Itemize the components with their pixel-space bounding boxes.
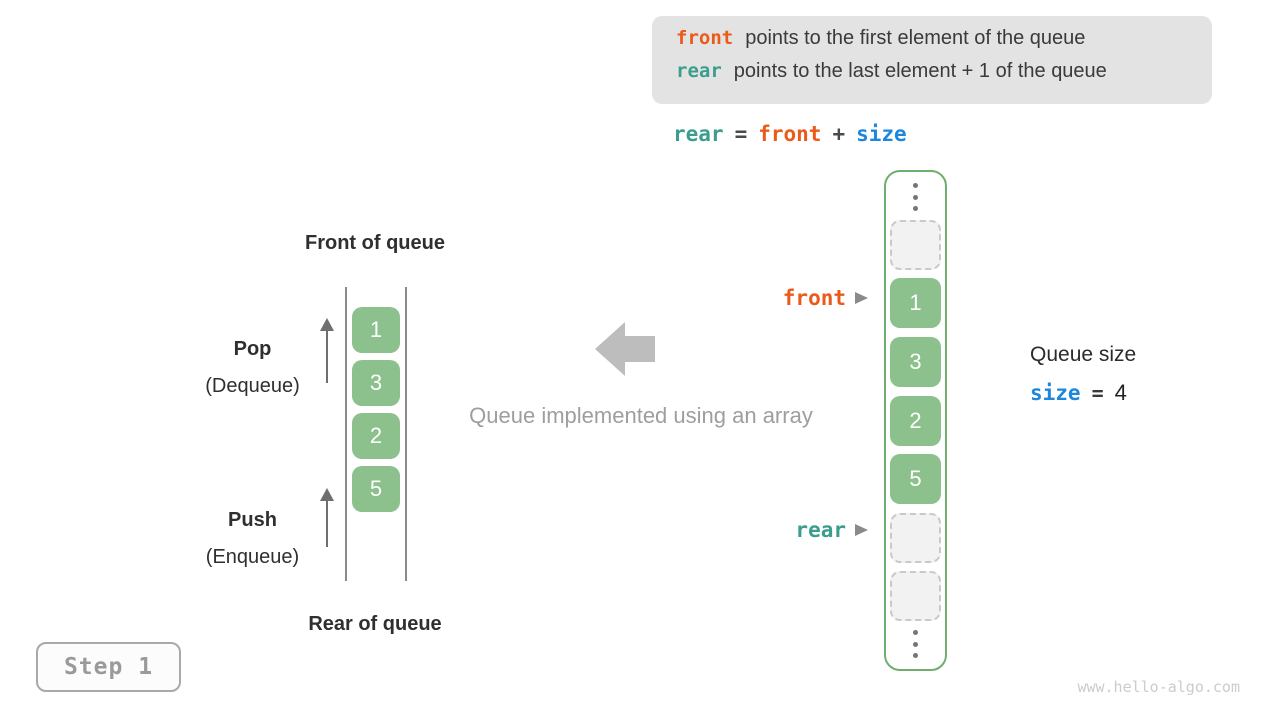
ellipsis-dot bbox=[913, 183, 918, 188]
right-array-container: 1 3 2 5 bbox=[884, 170, 947, 671]
legend-code-rear: rear bbox=[676, 60, 722, 82]
queue-size-block: Queue size size = 4 bbox=[1030, 343, 1136, 406]
legend-text: points to the last element + 1 of the qu… bbox=[733, 60, 1107, 82]
pop-label-group: Pop (Dequeue) bbox=[185, 331, 320, 405]
front-pointer-label: front bbox=[782, 286, 846, 310]
formula-token: size bbox=[856, 122, 907, 146]
array-cell-empty bbox=[890, 512, 941, 563]
push-label: Push bbox=[228, 509, 277, 531]
array-cell-value: 2 bbox=[890, 395, 941, 446]
rear-pointer-label: rear bbox=[795, 518, 846, 542]
step-badge: Step 1 bbox=[36, 642, 181, 692]
left-array-cell: 5 bbox=[352, 466, 400, 512]
formula-token: + bbox=[832, 122, 846, 146]
rear-of-queue-label: Rear of queue bbox=[308, 613, 442, 635]
watermark: www.hello-algo.com bbox=[1077, 678, 1240, 696]
front-pointer: front bbox=[740, 283, 868, 313]
enqueue-label: (Enqueue) bbox=[205, 546, 300, 568]
legend-code-front: front bbox=[676, 27, 734, 49]
ellipsis-dot bbox=[913, 630, 918, 635]
queue-size-value-line: size = 4 bbox=[1030, 380, 1136, 406]
array-cell-value: 5 bbox=[890, 454, 941, 505]
pop-up-arrow-icon bbox=[320, 318, 334, 383]
right-arrowhead-icon bbox=[855, 524, 868, 536]
center-caption: Queue implemented using an array bbox=[469, 403, 813, 428]
legend-text: points to the first element of the queue bbox=[745, 27, 1086, 49]
dequeue-label: (Dequeue) bbox=[205, 375, 300, 397]
equals-sign: = bbox=[1091, 381, 1104, 405]
array-cell-value: 3 bbox=[890, 336, 941, 387]
ellipsis-dot bbox=[913, 641, 918, 647]
ellipsis-dot bbox=[913, 653, 918, 658]
ellipsis-dot bbox=[913, 194, 918, 200]
vertical-ellipsis-icon bbox=[913, 183, 918, 211]
formula-token: = bbox=[734, 122, 748, 146]
left-array-cell: 2 bbox=[352, 413, 400, 459]
array-cell-empty bbox=[890, 219, 941, 270]
ellipsis-dot bbox=[913, 206, 918, 211]
legend-box: front points to the first element of the … bbox=[652, 16, 1212, 104]
formula-rear-equals-front-plus-size: rear = front + size bbox=[673, 122, 907, 146]
pop-label: Pop bbox=[233, 338, 272, 360]
legend-line: front points to the first element of the … bbox=[676, 27, 1212, 60]
queue-size-title: Queue size bbox=[1030, 343, 1137, 366]
formula-token: front bbox=[758, 122, 822, 146]
size-value: 4 bbox=[1114, 380, 1127, 405]
legend-line: rear points to the last element + 1 of th… bbox=[676, 60, 1212, 93]
push-up-arrow-icon bbox=[320, 488, 334, 547]
front-of-queue-label: Front of queue bbox=[305, 232, 445, 254]
size-variable: size bbox=[1030, 381, 1081, 405]
left-block-arrow-icon bbox=[595, 322, 655, 376]
push-label-group: Push (Enqueue) bbox=[185, 502, 320, 576]
vertical-ellipsis-icon bbox=[913, 630, 918, 658]
formula-token: rear bbox=[673, 122, 724, 146]
left-array-cell: 1 bbox=[352, 307, 400, 353]
array-cell-value: 1 bbox=[890, 278, 941, 329]
rear-pointer: rear bbox=[740, 515, 868, 545]
left-array: 1 3 2 5 bbox=[345, 287, 407, 581]
array-cell-empty bbox=[890, 571, 941, 622]
right-arrowhead-icon bbox=[855, 292, 868, 304]
left-array-cell: 3 bbox=[352, 360, 400, 406]
